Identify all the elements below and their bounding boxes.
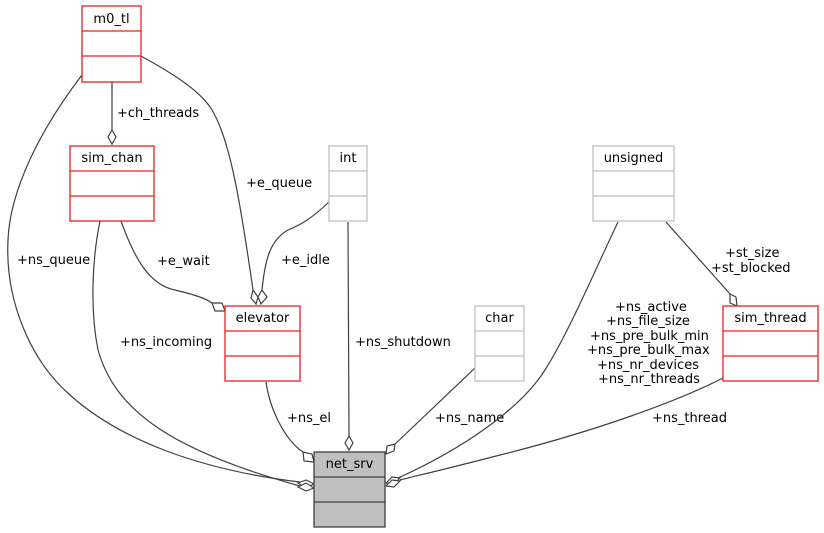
node-label-net-srv: net_srv	[326, 457, 374, 472]
node-label-int: int	[340, 151, 357, 166]
edge-ns-shutdown: +ns_shutdown	[344, 221, 451, 452]
edge-e-wait: +e_wait	[120, 220, 226, 312]
edge-label-ns-queue: +ns_queue	[17, 253, 90, 268]
node-label-sim-chan: sim_chan	[81, 151, 142, 166]
edge-e-idle: +e_idle	[257, 201, 330, 306]
edge-ch-threads: +ch_threads	[107, 82, 199, 146]
edge-label-st-blocked: +st_blocked	[711, 261, 791, 276]
edge-ns-el: +ns_el	[265, 381, 331, 463]
node-unsigned[interactable]: unsigned	[592, 145, 675, 222]
aggregation-diamond-icon	[211, 302, 226, 312]
nodes: m0_tl sim_chan int unsigned	[69, 5, 819, 528]
edge-label-ch-threads: +ch_threads	[117, 106, 199, 121]
edge-label-e-wait: +e_wait	[157, 254, 210, 269]
edge-e-queue: +e_queue	[140, 55, 312, 306]
edge-label-ns-incoming: +ns_incoming	[120, 335, 212, 350]
edge-ns-name: +ns_name	[385, 367, 504, 455]
aggregation-diamond-icon	[250, 288, 259, 306]
edge-label-ns-file-size: +ns_file_size	[606, 314, 690, 329]
node-label-sim-thread: sim_thread	[734, 311, 806, 326]
node-label-unsigned: unsigned	[604, 151, 664, 166]
edge-label-ns-active: +ns_active	[615, 300, 687, 315]
node-label-m0-tl: m0_tl	[93, 12, 129, 27]
edge-label-ns-nr-devices: +ns_nr_devices	[597, 358, 699, 373]
node-sim-chan[interactable]: sim_chan	[69, 145, 155, 222]
node-label-char: char	[485, 311, 514, 326]
edge-label-ns-nr-threads: +ns_nr_threads	[598, 372, 700, 387]
edges: +ch_threads +e_queue +e_idle +e_wait +st…	[7, 55, 791, 492]
aggregation-diamond-icon	[257, 288, 268, 306]
aggregation-diamond-icon	[302, 451, 315, 463]
node-m0-tl[interactable]: m0_tl	[81, 5, 142, 83]
aggregation-diamond-icon	[296, 482, 316, 492]
edge-label-e-idle: +e_idle	[281, 253, 330, 268]
edge-label-ns-shutdown: +ns_shutdown	[355, 335, 451, 350]
edge-label-ns-pre-bulk-max: +ns_pre_bulk_max	[587, 343, 710, 358]
edge-label-ns-name: +ns_name	[435, 411, 504, 426]
node-sim-thread[interactable]: sim_thread	[722, 305, 819, 382]
aggregation-diamond-icon	[729, 293, 738, 307]
edge-label-st-size: +st_size	[725, 246, 779, 261]
aggregation-diamond-icon	[384, 479, 402, 488]
edge-st: +st_size +st_blocked	[665, 221, 791, 307]
node-net-srv[interactable]: net_srv	[313, 451, 386, 528]
node-char[interactable]: char	[474, 305, 525, 382]
aggregation-diamond-icon	[385, 443, 396, 455]
edge-ns-incoming: +ns_incoming	[92, 220, 316, 492]
edge-label-ns-thread: +ns_thread	[652, 411, 727, 426]
node-int[interactable]: int	[328, 145, 368, 222]
edge-ns-thread: +ns_thread	[384, 377, 727, 488]
edge-ns-multi: +ns_active +ns_file_size +ns_pre_bulk_mi…	[384, 221, 710, 485]
edge-label-ns-el: +ns_el	[287, 411, 331, 426]
edge-label-ns-pre-bulk-min: +ns_pre_bulk_min	[590, 329, 709, 344]
node-elevator[interactable]: elevator	[224, 305, 301, 382]
aggregation-diamond-icon	[107, 128, 117, 146]
node-label-elevator: elevator	[236, 311, 290, 326]
edge-label-e-queue: +e_queue	[246, 176, 312, 191]
aggregation-diamond-icon	[344, 434, 354, 452]
edge-ns-queue: +ns_queue	[7, 74, 316, 489]
